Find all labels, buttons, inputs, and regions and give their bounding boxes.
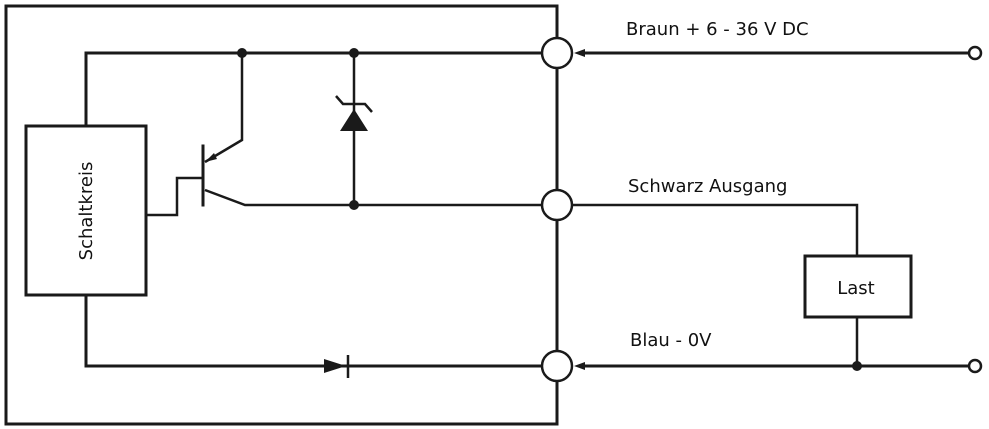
supply-rail-wire [84, 51, 544, 128]
junction-dot [237, 48, 247, 58]
emitter-arrow-icon [205, 153, 217, 162]
base-lead-wire [147, 176, 203, 217]
blue-label: Blau - 0V [630, 330, 712, 351]
diode-triangle-icon [324, 359, 346, 373]
zener-triangle-icon [340, 109, 368, 131]
supply-end-terminal [967, 45, 983, 61]
terminal-black [540, 188, 574, 222]
collector-output-wire [204, 188, 542, 207]
schaltkreis-label: Schaltkreis [76, 162, 97, 261]
protection-diode-symbol [324, 355, 350, 378]
brown-label: Braun + 6 - 36 V DC [626, 19, 809, 40]
black-output-wire [572, 203, 859, 256]
junction-dot [349, 200, 359, 210]
transistor-symbol [147, 53, 542, 217]
ground-rail-wire [84, 293, 544, 368]
ground-end-terminal [967, 358, 983, 374]
junction-dot [852, 361, 862, 371]
junction-dot [349, 48, 359, 58]
zener-bar-icon [335, 95, 373, 113]
arrow-left-icon [574, 49, 585, 57]
black-label: Schwarz Ausgang [628, 176, 787, 197]
terminal-brown [540, 36, 574, 70]
terminal-blue [540, 349, 574, 383]
zener-diode-symbol [335, 53, 373, 205]
emitter-lead-wire [204, 53, 244, 164]
arrow-left-icon [574, 362, 585, 370]
load-label: Last [837, 278, 875, 299]
